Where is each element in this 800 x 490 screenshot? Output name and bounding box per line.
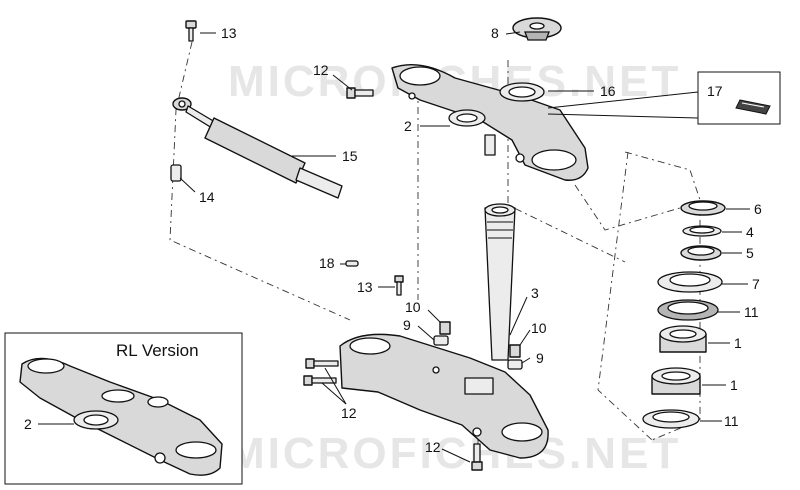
inset-title: RL Version: [116, 341, 199, 360]
callout-9-right: 9: [536, 350, 544, 366]
dust-seal-7: [657, 271, 723, 293]
callout-11-top: 11: [744, 304, 759, 320]
seal-11-top: [657, 299, 719, 321]
pin-18: [345, 260, 359, 267]
ring-nut-6: [680, 200, 726, 216]
callout-1-top: 1: [734, 335, 742, 351]
bearing-1-bottom: [651, 367, 701, 395]
bolt-12-lower-left-a: [305, 358, 339, 369]
callout-12-upper: 12: [313, 62, 329, 78]
callout-3: 3: [531, 285, 539, 301]
callout-2-inset: 2: [24, 416, 32, 432]
steering-cap-8: [512, 17, 562, 41]
nut-9-left: [433, 335, 449, 346]
callout-9-left: 9: [403, 317, 411, 333]
callout-16: 16: [600, 83, 616, 99]
rl-version-inset: RL Version: [4, 332, 243, 485]
callout-12-lower-left: 12: [341, 405, 357, 421]
callout-6: 6: [754, 201, 762, 217]
bolt-12-upper: [346, 87, 374, 99]
callout-1-bottom: 1: [730, 377, 738, 393]
callout-13-mid: 13: [357, 279, 373, 295]
callout-18: 18: [319, 255, 335, 271]
callout-5: 5: [746, 245, 754, 261]
callout-14: 14: [199, 189, 215, 205]
grub-10-left: [439, 321, 451, 335]
callout-2-upper: 2: [404, 118, 412, 134]
decal-box-17: [697, 71, 781, 125]
leader-lines: [38, 31, 750, 463]
callout-12-bottom: 12: [425, 439, 441, 455]
bolt-13-top: [185, 20, 197, 42]
grub-10-right: [509, 344, 521, 358]
callout-8: 8: [491, 25, 499, 41]
callout-4: 4: [746, 224, 754, 240]
bolt-12-lower-left-b: [303, 375, 337, 386]
bolt-13-mid: [394, 275, 404, 296]
callout-11-bottom: 11: [724, 413, 739, 429]
bush-14: [170, 164, 182, 182]
nut-9-right: [507, 359, 523, 370]
callout-10-left: 10: [405, 299, 421, 315]
steering-damper-15: [172, 97, 343, 199]
watermark-bottom: MICROFICHES.NET: [228, 429, 681, 478]
seal-11-bottom: [642, 409, 700, 429]
washer-4: [682, 225, 722, 237]
upper-triple-clamp: [391, 63, 589, 181]
lower-triple-clamp-3: [339, 203, 549, 459]
callout-13-top: 13: [221, 25, 237, 41]
callout-17: 17: [707, 83, 723, 99]
callout-10-right: 10: [531, 320, 547, 336]
bolt-12-bottom: [471, 443, 483, 471]
bearing-1-top: [659, 325, 707, 353]
callout-7: 7: [752, 276, 760, 292]
ring-nut-5: [680, 245, 722, 261]
callout-15: 15: [342, 148, 358, 164]
